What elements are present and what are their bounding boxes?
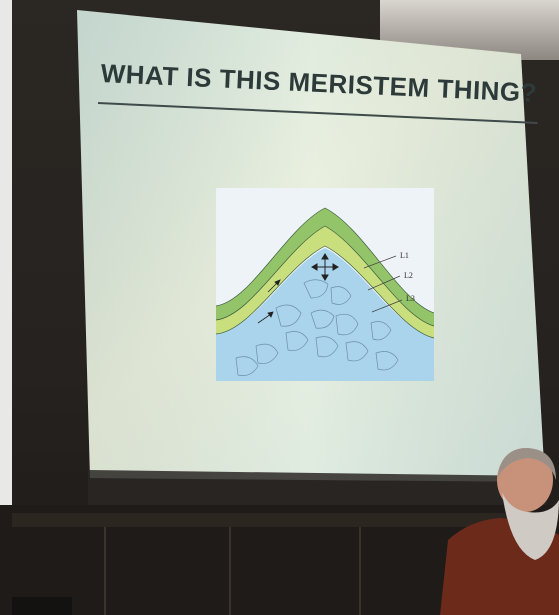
division-arrows [257, 279, 281, 324]
layer-label-l1: L1 [400, 251, 409, 260]
meristem-diagram: L1 L2 L3 [216, 188, 434, 381]
layer-label-l2: L2 [404, 271, 413, 280]
presenter-hair [498, 448, 556, 480]
inner-cells [235, 279, 399, 376]
tissue-region [216, 248, 434, 381]
cell-walls [216, 207, 434, 339]
presenter-head [497, 448, 553, 512]
left-wall-edge [0, 0, 12, 615]
layer-label-l3: L3 [406, 294, 415, 303]
presenter-beard [502, 492, 559, 560]
presenter [440, 448, 559, 615]
slide-lower-band [88, 470, 547, 510]
layer-pointer-lines [363, 255, 403, 313]
four-way-arrow-icon [311, 253, 339, 281]
